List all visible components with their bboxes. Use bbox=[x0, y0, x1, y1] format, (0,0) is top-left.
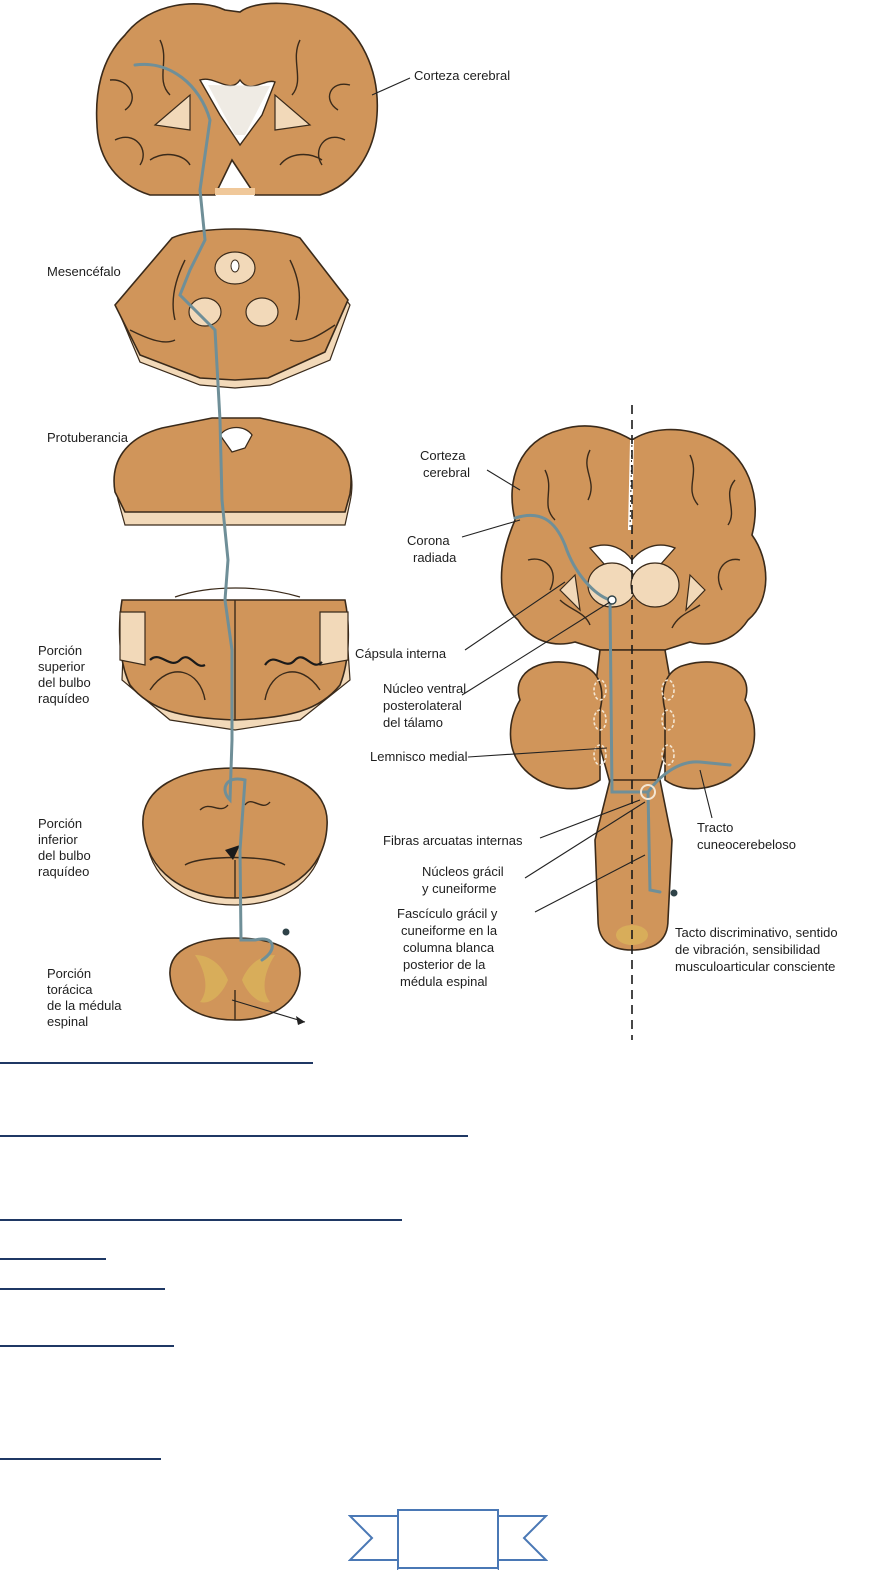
label-lower-medulla: Porción inferior del bulbo raquídeo bbox=[38, 816, 94, 879]
label-tracto-cuneocerebeloso: Tracto cuneocerebeloso bbox=[697, 820, 796, 852]
midbrain-section bbox=[114, 228, 351, 389]
label-capsula-interna: Cápsula interna bbox=[355, 646, 447, 661]
label-corona-radiada: Corona radiada bbox=[407, 533, 457, 565]
coronal-brain-section bbox=[95, 2, 379, 196]
blank-line-3 bbox=[0, 1219, 402, 1221]
label-corteza-cerebral-right: Corteza cerebral bbox=[420, 448, 470, 480]
label-nucleo-vpl: Núcleo ventral posterolateral del tálamo bbox=[383, 681, 470, 730]
blank-line-5 bbox=[0, 1288, 165, 1290]
sensory-pathway-figure: Corteza cerebral Mesencéfalo Protuberanc… bbox=[38, 2, 841, 1040]
blank-line-6 bbox=[0, 1345, 174, 1347]
upper-medulla-section bbox=[118, 587, 351, 731]
left-ascending-tract bbox=[133, 62, 274, 962]
right-labels: Corteza cerebral Corona radiada Cápsula … bbox=[355, 448, 841, 989]
label-corteza-cerebral: Corteza cerebral bbox=[414, 68, 510, 83]
pons-section bbox=[113, 417, 353, 526]
blank-line-4 bbox=[0, 1258, 106, 1260]
label-tacto-discriminativo: Tacto discriminativo, sentido de vibraci… bbox=[675, 925, 841, 974]
lower-medulla-section bbox=[142, 767, 328, 906]
label-fibras-arcuatas: Fibras arcuatas internas bbox=[383, 833, 523, 848]
thoracic-spinal-cord-section bbox=[169, 928, 306, 1025]
blank-line-1 bbox=[0, 1062, 313, 1064]
label-thoracic-cord: Porción torácica de la médula espinal bbox=[47, 966, 125, 1029]
label-mesencefalo: Mesencéfalo bbox=[47, 264, 121, 279]
label-nucleos-gracil: Núcleos grácil y cuneiforme bbox=[422, 864, 507, 896]
whole-brain-diagram bbox=[500, 405, 767, 1040]
ribbon-page-banner bbox=[348, 1509, 548, 1570]
blank-line-7 bbox=[0, 1458, 161, 1460]
label-upper-medulla: Porción superior del bulbo raquídeo bbox=[38, 643, 94, 706]
blank-line-2 bbox=[0, 1135, 468, 1137]
left-labels: Corteza cerebral Mesencéfalo Protuberanc… bbox=[38, 68, 510, 1029]
label-fasciculo: Fascículo grácil y cuneiforme en la colu… bbox=[397, 906, 501, 989]
label-lemnisco-medial: Lemnisco medial bbox=[370, 749, 468, 764]
label-protuberancia: Protuberancia bbox=[47, 430, 129, 445]
